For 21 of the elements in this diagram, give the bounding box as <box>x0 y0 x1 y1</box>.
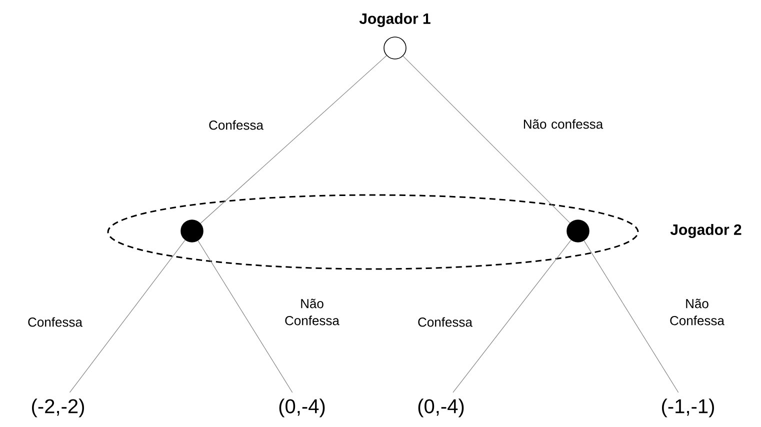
payoff-text: (0,-4) <box>418 398 464 418</box>
edge-label: Não confessa <box>524 119 604 129</box>
edge-label: Não Confessa <box>285 298 340 326</box>
node-label: Jogador 1 <box>359 12 430 28</box>
tree-branch <box>584 240 679 393</box>
edge-label: Confessa <box>28 317 82 327</box>
tree-branch <box>198 240 293 393</box>
payoff-text: (-2,-2) <box>32 398 84 418</box>
edge-label: Não Confessa <box>670 298 724 326</box>
tree-branch <box>402 56 570 224</box>
edge-label: Confessa <box>209 120 264 130</box>
decision-node <box>566 220 590 242</box>
payoff-text: (0,-4) <box>279 398 325 418</box>
node-label: Jogador 2 <box>670 224 742 238</box>
decision-node <box>180 220 204 242</box>
tree-branch <box>69 240 186 393</box>
decision-node: Jogador 1 <box>359 12 430 60</box>
tree-branch <box>452 240 572 393</box>
edge-label: Confessa <box>418 317 472 327</box>
tree-branch <box>200 55 387 224</box>
payoff-text: (-1,-1) <box>662 398 714 418</box>
